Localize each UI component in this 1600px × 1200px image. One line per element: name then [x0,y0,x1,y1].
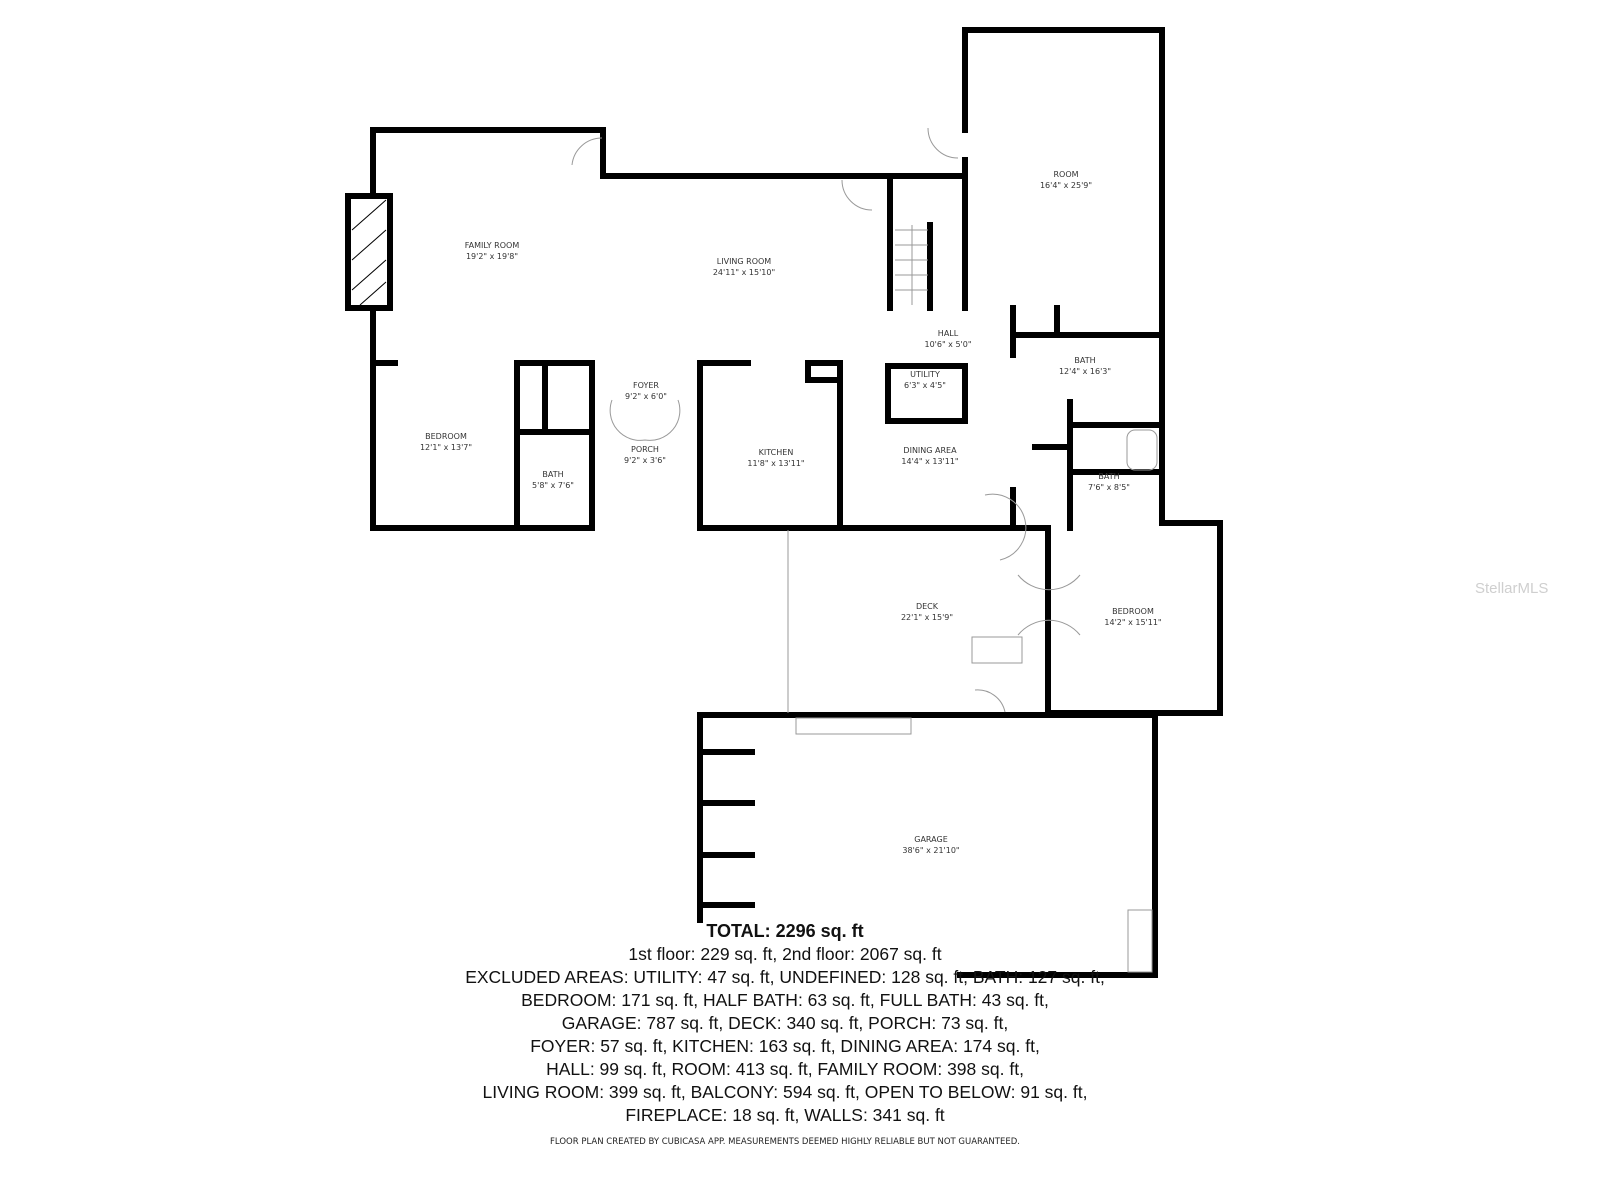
total-area: TOTAL: 2296 sq. ft [706,921,864,941]
summary-line: FOYER: 57 sq. ft, KITCHEN: 163 sq. ft, D… [530,1036,1040,1056]
garage-shelves [697,749,755,908]
fireplace-hatch [351,199,387,306]
summary-line: HALL: 99 sq. ft, ROOM: 413 sq. ft, FAMIL… [546,1059,1024,1079]
walls [345,27,1223,978]
disclaimer: FLOOR PLAN CREATED BY CUBICASA APP. MEAS… [550,1137,1020,1147]
summary-line: FIREPLACE: 18 sq. ft, WALLS: 341 sq. ft [625,1105,945,1125]
summary-line: GARAGE: 787 sq. ft, DECK: 340 sq. ft, PO… [561,1013,1009,1033]
fireplace [345,193,393,311]
room-name: FAMILY ROOM [465,241,520,250]
summary-line: 1st floor: 229 sq. ft, 2nd floor: 2067 s… [628,944,942,964]
area-summary: TOTAL: 2296 sq. ft 1st floor: 229 sq. ft… [385,920,1185,1127]
summary-line: EXCLUDED AREAS: UTILITY: 47 sq. ft, UNDE… [465,967,1105,987]
summary-line: BEDROOM: 171 sq. ft, HALF BATH: 63 sq. f… [521,990,1049,1010]
watermark: StellarMLS [1475,580,1549,597]
stairs [895,225,928,305]
summary-line: LIVING ROOM: 399 sq. ft, BALCONY: 594 sq… [482,1082,1088,1102]
